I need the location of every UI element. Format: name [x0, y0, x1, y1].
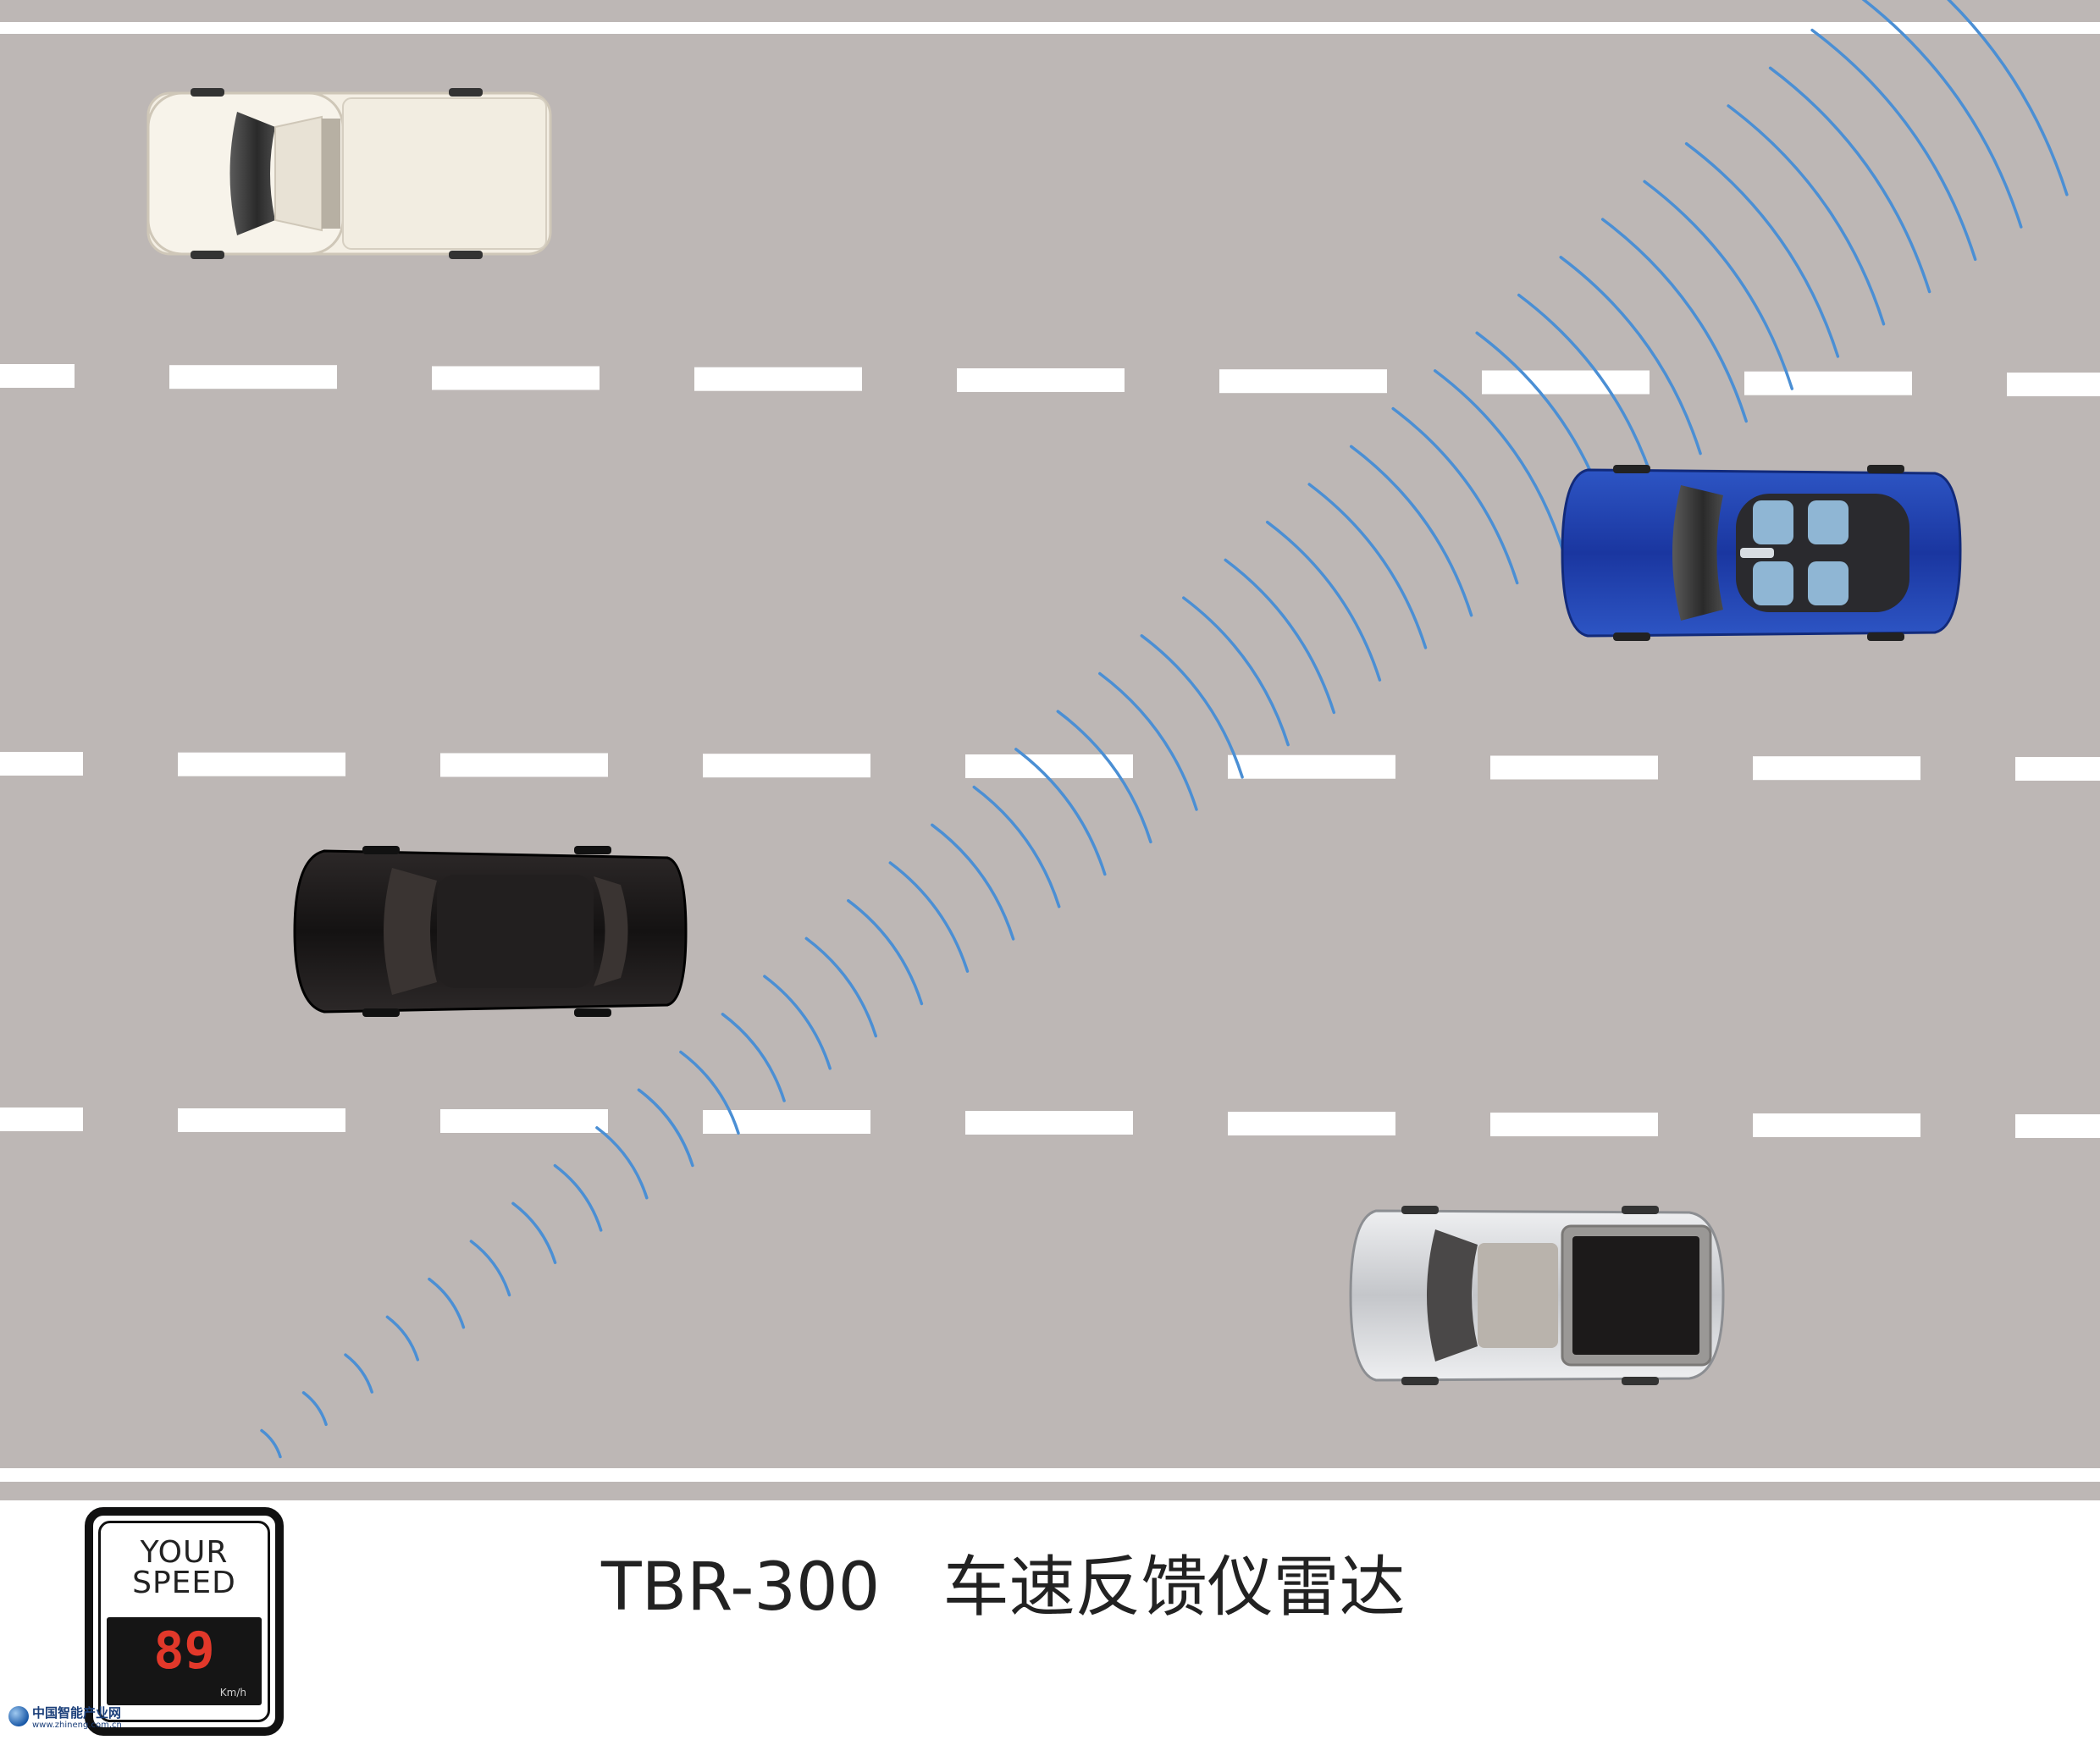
lane-dash — [703, 754, 870, 778]
black-sedan-icon — [293, 846, 688, 1017]
lane-dash — [0, 364, 75, 388]
radar-wave-arc — [1265, 520, 1382, 682]
radar-wave-arc — [1056, 710, 1152, 844]
radar-wave-arc — [553, 1163, 603, 1232]
speed-display: 89 Km/h — [107, 1617, 262, 1705]
lane-dash — [178, 1108, 345, 1132]
radar-wave-arc — [385, 1315, 420, 1362]
radar-wave-arc — [804, 936, 878, 1038]
lane-dash — [440, 753, 608, 777]
radar-wave-arc — [469, 1240, 511, 1297]
radar-wave-arc — [637, 1088, 694, 1168]
radar-wave-arc — [1224, 558, 1336, 715]
lane-dash — [1490, 755, 1658, 780]
radar-wave-arc — [1727, 104, 1886, 326]
product-name: 车速反馈仪雷达 — [942, 1549, 1406, 1626]
lane-dash — [169, 365, 337, 389]
radar-wave-arc — [1600, 218, 1748, 423]
lane-dash — [1228, 754, 1395, 779]
watermark-url: www.zhineng.com.cn — [32, 1721, 122, 1730]
lane-line-3 — [0, 1108, 2100, 1138]
radar-wave-arc — [1947, 0, 2069, 196]
lane-dash — [1744, 371, 1912, 395]
radar-wave-arc — [1349, 445, 1473, 617]
lane-dash — [2007, 373, 2100, 396]
radar-wave-arc — [301, 1391, 328, 1427]
lane-dash — [1219, 369, 1387, 394]
lane-dash — [440, 1109, 608, 1133]
lane-dash — [1490, 1113, 1658, 1136]
radar-wave-arc — [344, 1353, 373, 1394]
lane-dash — [178, 752, 345, 776]
white-truck-icon — [146, 88, 552, 259]
radar-wave-arc — [1014, 748, 1107, 876]
radar-wave-arc — [1098, 671, 1198, 811]
radar-wave-arc — [1768, 66, 1931, 294]
lane-line-1 — [0, 364, 2100, 396]
lane-dash — [2015, 757, 2100, 781]
speed-sign-icon: YOUR SPEED 89 Km/h — [85, 1507, 284, 1736]
lane-dash — [2015, 1114, 2100, 1138]
radar-wave-arc — [721, 1013, 786, 1102]
radar-wave-arc — [1861, 0, 2023, 229]
product-caption: TBR-300 车速反馈仪雷达 — [601, 1549, 1406, 1626]
radar-wave-icon — [260, 0, 2069, 1459]
radar-wave-arc — [888, 861, 970, 973]
road-edge-bottom — [0, 1468, 2100, 1482]
radar-wave-arc — [511, 1201, 557, 1264]
sign-label-speed: SPEED — [132, 1566, 236, 1600]
radar-wave-arc — [260, 1428, 282, 1459]
radar-wave-arc — [1140, 634, 1244, 779]
radar-wave-arc — [1559, 256, 1702, 456]
lane-dash — [1753, 1113, 1920, 1137]
speed-readout: 89 — [153, 1621, 215, 1681]
lane-dash — [1228, 1112, 1395, 1135]
speed-sign-frame — [98, 1521, 270, 1722]
road-edge-top — [0, 22, 2100, 34]
silver-pickup-icon — [1349, 1206, 1725, 1385]
radar-wave-arc — [1684, 141, 1840, 358]
lane-dash — [432, 366, 600, 390]
watermark-site-name: 中国智能产业网 — [32, 1705, 122, 1721]
lane-dash — [965, 1111, 1133, 1135]
radar-wave-arc — [931, 823, 1015, 941]
product-model: TBR-300 — [601, 1549, 881, 1626]
lane-line-2 — [0, 752, 2100, 781]
speed-unit: Km/h — [219, 1687, 246, 1699]
radar-wave-arc — [428, 1277, 466, 1329]
radar-wave-arc — [972, 785, 1061, 909]
lane-dash — [1753, 756, 1920, 781]
radar-wave-arc — [1643, 180, 1794, 390]
radar-wave-arc — [595, 1126, 649, 1200]
radar-wave-arc — [1517, 293, 1656, 488]
radar-wave-arc — [847, 898, 924, 1006]
lane-dash — [0, 752, 83, 776]
radar-wave-arc — [1810, 28, 1977, 262]
radar-wave-arc — [763, 975, 832, 1070]
globe-icon — [8, 1706, 29, 1726]
lane-dash — [1482, 370, 1650, 395]
radar-wave-arc — [1391, 406, 1519, 585]
radar-wave-arc — [1307, 483, 1428, 649]
watermark: 中国智能产业网 www.zhineng.com.cn — [8, 1702, 135, 1736]
radar-wave-arc — [1182, 596, 1290, 747]
blue-convertible-icon — [1561, 465, 1962, 641]
lane-dash — [694, 367, 862, 391]
lane-dash — [0, 1108, 83, 1131]
lane-dash — [703, 1110, 870, 1134]
radar-wave-arc — [679, 1050, 740, 1135]
sign-label-your: YOUR — [140, 1535, 229, 1570]
lane-dash — [957, 368, 1125, 392]
radar-wave-arc — [1433, 369, 1565, 553]
